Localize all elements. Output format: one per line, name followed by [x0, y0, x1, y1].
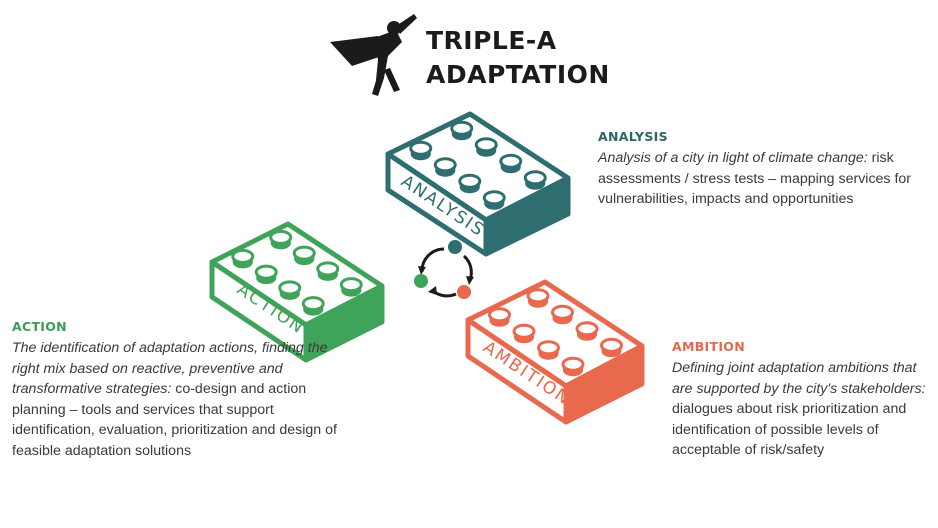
cycle-dot-ambition [457, 285, 471, 299]
analysis-brick-side [483, 175, 571, 257]
analysis-stud [474, 137, 498, 153]
ambition-italic-text: Defining joint adaptation ambitions that… [672, 360, 926, 397]
action-brick-side [303, 283, 385, 363]
ambition-brick-studs [488, 288, 623, 377]
action-description: ACTION The identification of adaptation … [12, 318, 352, 462]
analysis-stud [433, 157, 457, 173]
analysis-stud [523, 170, 547, 186]
action-stud [316, 261, 340, 277]
analysis-stud [499, 153, 523, 169]
superhero-icon [330, 14, 417, 96]
analysis-brick-studs [409, 120, 547, 210]
analysis-italic-text: Analysis of a city in light of climate c… [598, 150, 868, 166]
action-brick: ACTION [209, 221, 385, 363]
title-line-2: ADAPTATION [426, 60, 610, 89]
title-line-1: TRIPLE-A [426, 26, 557, 55]
action-stud [254, 264, 278, 280]
ambition-stud [561, 356, 585, 372]
ambition-plain-text: dialogues about risk prioritization and … [672, 401, 907, 459]
cycle-dot-action [414, 274, 428, 288]
title-block: TRIPLE-A ADAPTATION [322, 8, 642, 103]
analysis-brick: ANALYSIS [385, 111, 571, 257]
analysis-stud [409, 140, 433, 156]
ambition-stud [526, 288, 550, 304]
ambition-stud [600, 337, 623, 353]
ambition-body: Defining joint adaptation ambitions that… [672, 358, 934, 461]
ambition-brick: AMBITION [465, 279, 645, 425]
analysis-stud [458, 173, 482, 189]
action-stud [301, 296, 325, 312]
action-stud [231, 248, 255, 264]
action-stud [269, 229, 293, 245]
action-stud [339, 277, 363, 293]
ambition-stud [488, 307, 511, 323]
ambition-stud [537, 340, 560, 356]
action-heading: ACTION [12, 319, 67, 334]
ambition-brick-side [563, 343, 645, 425]
action-plain-text: co-design and action planning – tools an… [12, 381, 337, 459]
ambition-stud [551, 304, 574, 320]
ambition-heading: AMBITION [672, 339, 745, 354]
action-stud [278, 280, 302, 296]
action-brick-studs [231, 229, 363, 316]
cycle-arrows-icon [414, 240, 474, 299]
analysis-description: ANALYSIS Analysis of a city in light of … [598, 128, 936, 210]
action-stud [292, 245, 316, 261]
ambition-stud [575, 321, 599, 337]
ambition-description: AMBITION Defining joint adaptation ambit… [672, 338, 934, 461]
action-body: The identification of adaptation actions… [12, 338, 352, 462]
analysis-body: Analysis of a city in light of climate c… [598, 148, 936, 210]
page-title: TRIPLE-A ADAPTATION [426, 24, 610, 92]
ambition-stud [512, 323, 536, 339]
analysis-plain-text: risk assessments / stress tests – mappin… [598, 150, 912, 208]
analysis-stud [482, 190, 506, 206]
cycle-dot-analysis [448, 240, 462, 254]
action-italic-text: The identification of adaptation actions… [12, 340, 328, 398]
analysis-heading: ANALYSIS [598, 129, 668, 144]
analysis-stud [450, 120, 474, 136]
